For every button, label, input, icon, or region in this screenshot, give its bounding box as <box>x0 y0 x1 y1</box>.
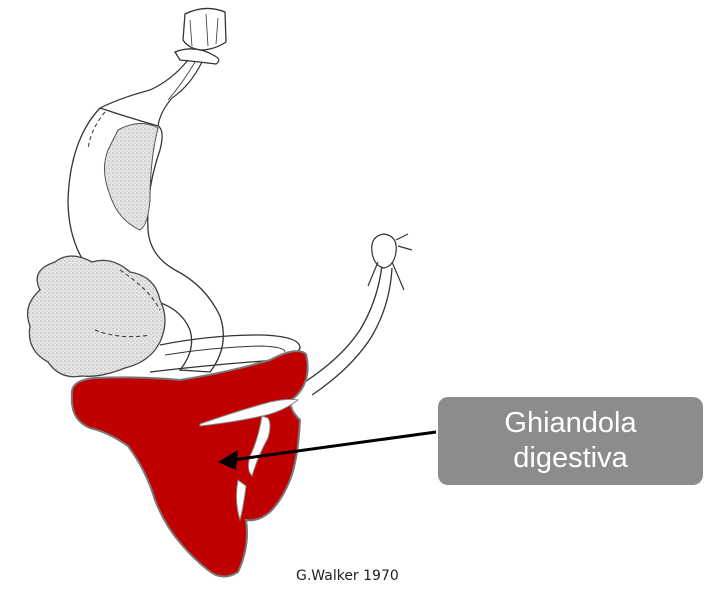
mouth-structure <box>175 8 226 64</box>
gland-label-box: Ghiandola digestiva <box>438 397 703 485</box>
rectum <box>300 265 392 395</box>
label-line-1: Ghiandola <box>504 406 636 441</box>
figure-credit: G.Walker 1970 <box>296 568 399 584</box>
intestine-loop-inner <box>165 346 285 355</box>
anus-structure <box>368 234 412 290</box>
digestive-gland <box>72 351 308 576</box>
label-line-2: digestiva <box>513 441 627 476</box>
